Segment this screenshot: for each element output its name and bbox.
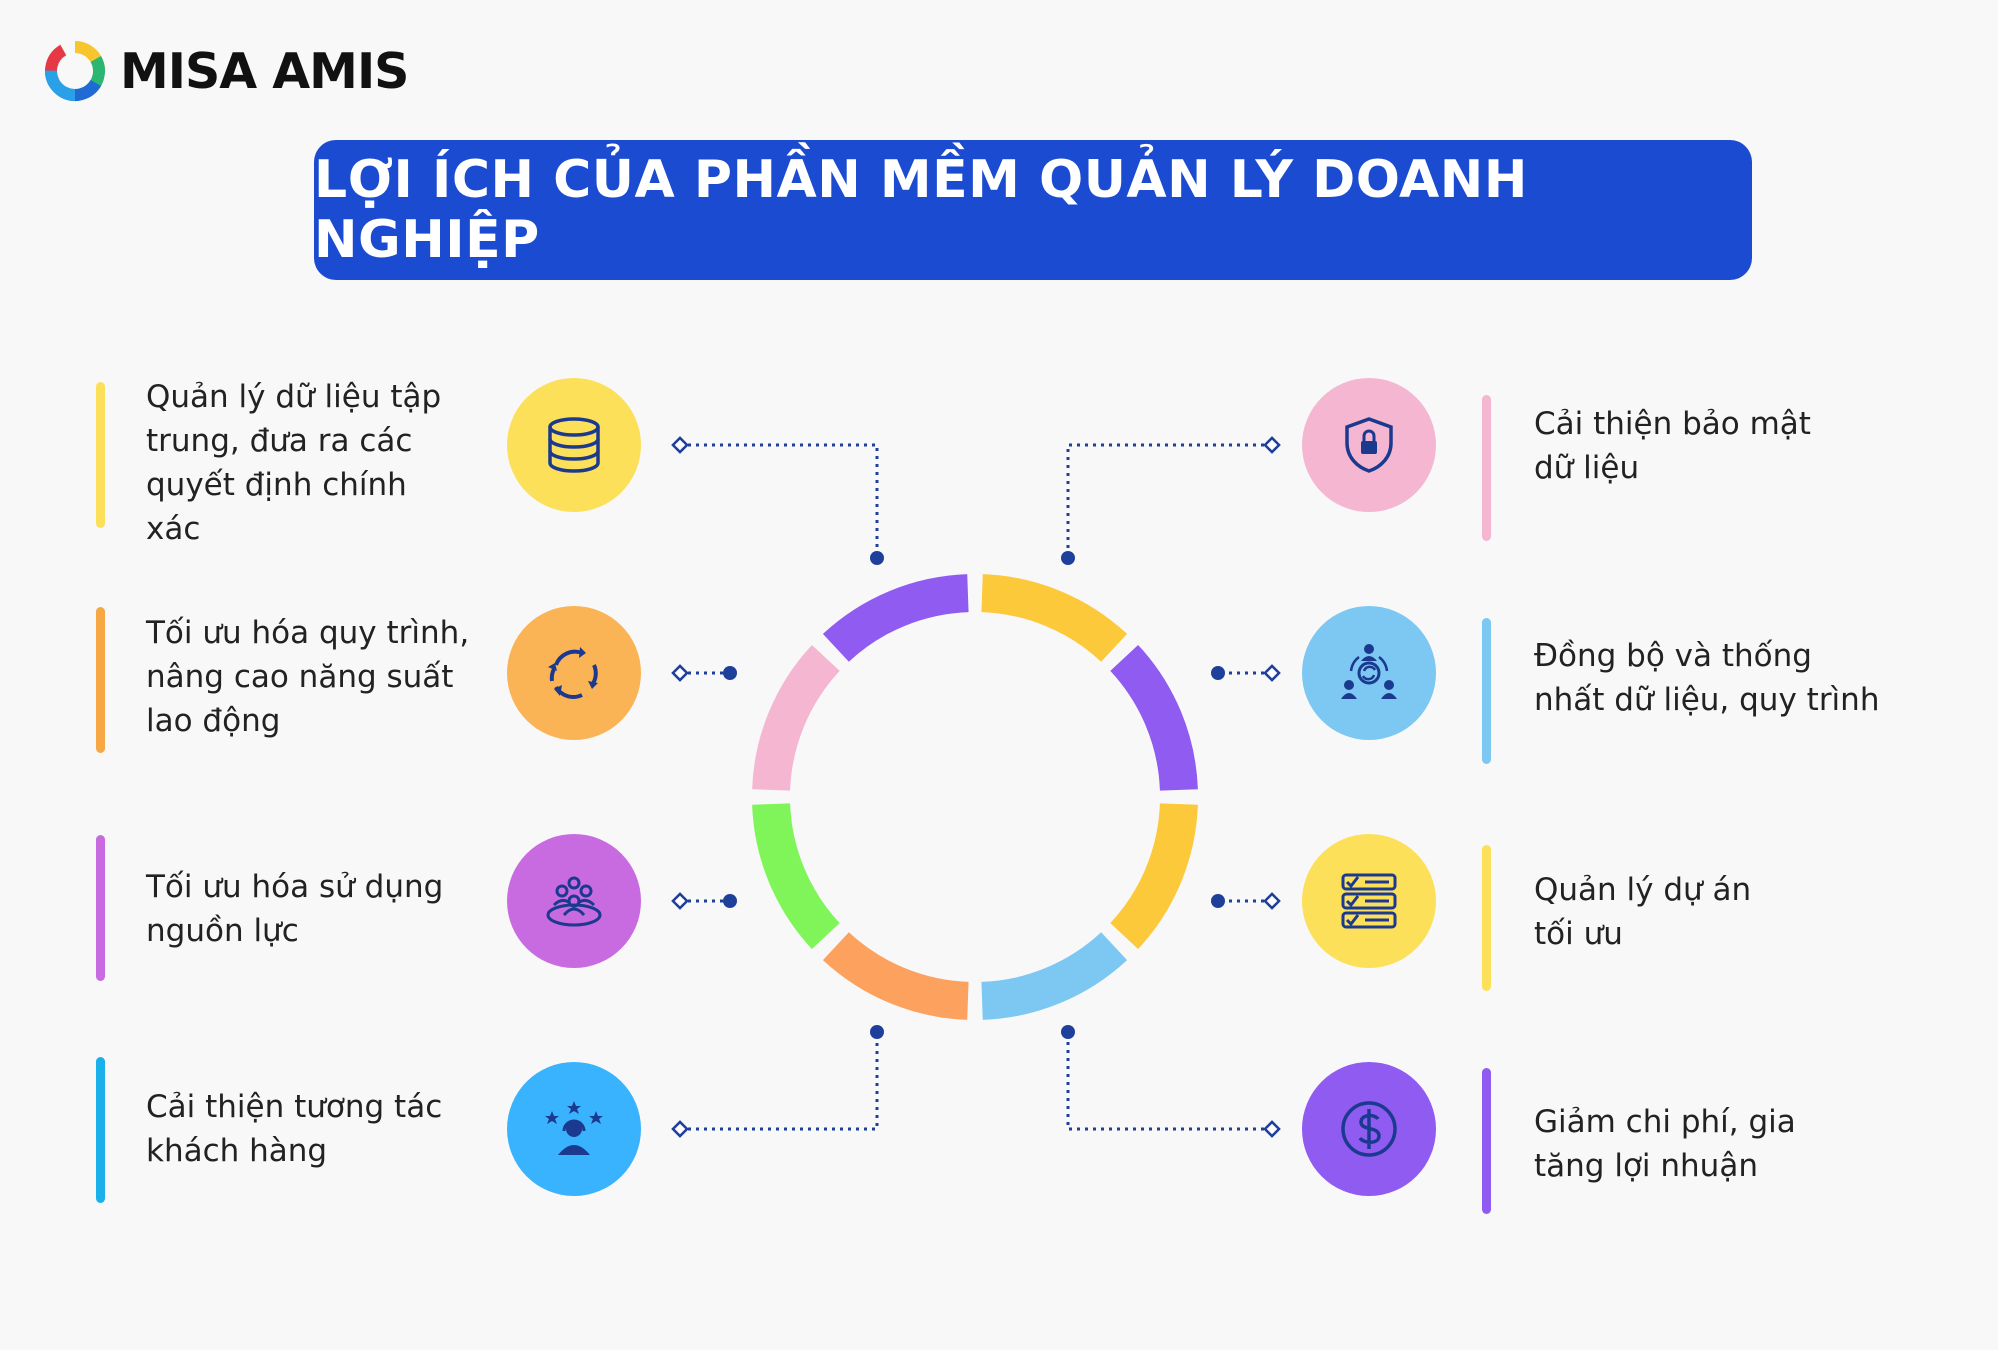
connector-dot bbox=[1061, 551, 1075, 565]
left-item-1-text: Quản lý dữ liệu tập trung, đưa ra các qu… bbox=[146, 379, 442, 547]
title-banner: LỢI ÍCH CỦA PHẦN MỀM QUẢN LÝ DOANH NGHIỆ… bbox=[314, 140, 1752, 280]
connector-dot bbox=[723, 894, 737, 908]
connector-line bbox=[1066, 443, 1272, 558]
right-item-1-icon-circle bbox=[1302, 378, 1436, 512]
right-item-2-text: Đồng bộ và thống nhất dữ liệu, quy trình bbox=[1534, 638, 1880, 718]
left-item-1-accent-bar bbox=[96, 382, 105, 528]
left-item-3-icon-circle bbox=[507, 834, 641, 968]
left-item-2-accent-bar bbox=[96, 607, 105, 753]
sync-people-icon bbox=[1341, 644, 1397, 699]
right-item-2-icon-circle bbox=[1302, 606, 1436, 740]
checklist-icon bbox=[1341, 873, 1397, 929]
connector-line bbox=[1066, 1032, 1272, 1131]
dollar-icon bbox=[1341, 1101, 1397, 1157]
left-item-2-icon-circle bbox=[507, 606, 641, 740]
connector-line bbox=[680, 443, 879, 558]
connector-diamond bbox=[1263, 1120, 1281, 1138]
connector-diamond bbox=[671, 436, 689, 454]
connector-dot bbox=[870, 551, 884, 565]
ring-segment bbox=[822, 574, 969, 662]
right-item-4-icon-circle bbox=[1302, 1062, 1436, 1196]
connector-dot bbox=[1211, 666, 1225, 680]
right-item-1-accent-bar bbox=[1482, 395, 1491, 541]
right-item-4-accent-bar bbox=[1482, 1068, 1491, 1214]
right-item-3-text: Quản lý dự án tối ưu bbox=[1534, 872, 1752, 952]
ring-segment bbox=[1110, 803, 1198, 950]
connector-diamond bbox=[671, 1120, 689, 1138]
misa-logo-icon bbox=[45, 41, 105, 101]
right-item-3-accent-bar bbox=[1482, 845, 1491, 991]
connector-diamond bbox=[1263, 436, 1281, 454]
connector-line bbox=[680, 1032, 879, 1131]
right-item-2-accent-bar bbox=[1482, 618, 1491, 764]
page-title: LỢI ÍCH CỦA PHẦN MỀM QUẢN LÝ DOANH NGHIỆ… bbox=[314, 150, 1528, 270]
left-item-1-icon-circle bbox=[507, 378, 641, 512]
refresh-cycle-icon bbox=[548, 647, 598, 699]
ring-segment bbox=[981, 932, 1128, 1020]
left-item-2-text: Tối ưu hóa quy trình, nâng cao năng suất… bbox=[146, 615, 470, 739]
customer-support-icon bbox=[545, 1101, 603, 1155]
right-item-3-icon-circle bbox=[1302, 834, 1436, 968]
connector-diamond bbox=[1263, 892, 1281, 910]
left-item-3-accent-bar bbox=[96, 835, 105, 981]
brand-logo: MISA AMIS bbox=[44, 40, 409, 102]
connector-dot bbox=[1061, 1025, 1075, 1039]
ring-segment bbox=[981, 574, 1128, 662]
right-item-4-text: Giảm chi phí, gia tăng lợi nhuận bbox=[1534, 1104, 1796, 1184]
left-item-4-icon-circle bbox=[507, 1062, 641, 1196]
right-item-1-text: Cải thiện bảo mật dữ liệu bbox=[1534, 406, 1811, 486]
left-item-4-accent-bar bbox=[96, 1057, 105, 1203]
left-item-3-text: Tối ưu hóa sử dụng nguồn lực bbox=[146, 869, 444, 949]
connector-diamond bbox=[1263, 664, 1281, 682]
connector-diamond bbox=[671, 892, 689, 910]
ring-segment bbox=[752, 644, 840, 791]
connector-dot bbox=[870, 1025, 884, 1039]
ring-segment bbox=[822, 932, 969, 1020]
team-resources-icon bbox=[546, 876, 602, 927]
left-item-4-text: Cải thiện tương tác khách hàng bbox=[146, 1089, 443, 1169]
connector-dot bbox=[1211, 894, 1225, 908]
security-shield-icon bbox=[1345, 417, 1393, 473]
connector-dot bbox=[723, 666, 737, 680]
connector-diamond bbox=[671, 664, 689, 682]
database-icon bbox=[548, 417, 600, 473]
ring-segment bbox=[752, 803, 840, 950]
ring-segment bbox=[1110, 644, 1198, 791]
brand-name: MISA AMIS bbox=[120, 42, 409, 100]
